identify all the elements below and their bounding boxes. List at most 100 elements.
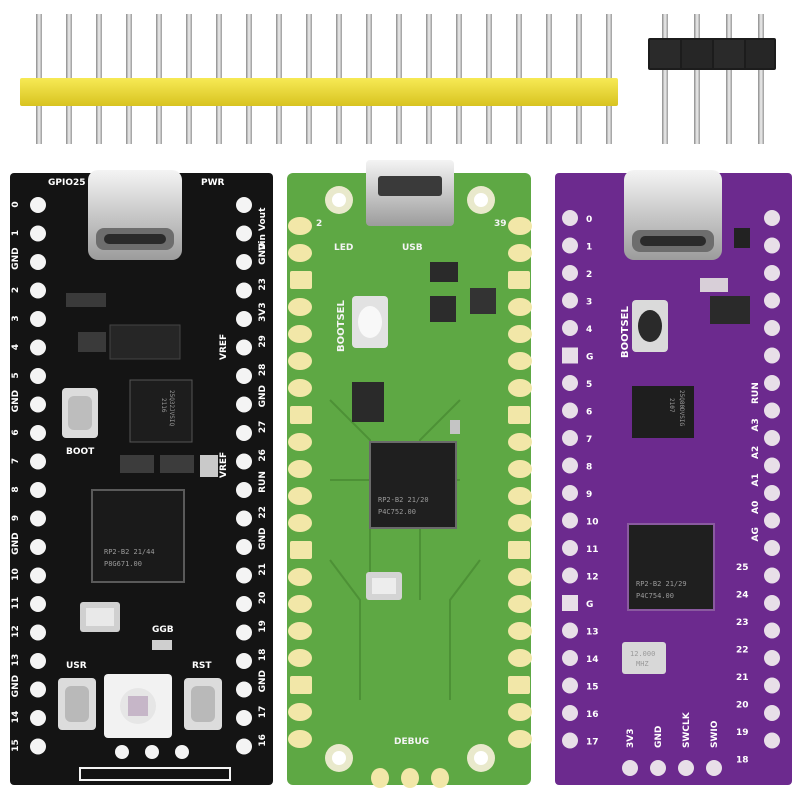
rp2040-chip-black (91, 489, 185, 583)
pad (764, 210, 780, 226)
pad (764, 705, 780, 721)
header-pin-black (694, 14, 700, 144)
pin-label: 0 (11, 201, 21, 207)
pin-label: RUN (751, 382, 761, 404)
castellated-pad (288, 568, 312, 586)
pad (236, 738, 252, 755)
castellated-pad (290, 406, 312, 424)
castellated-pad (508, 271, 530, 289)
pin-label: 9 (586, 490, 592, 500)
pad (236, 596, 252, 612)
pin-label: 10 (586, 518, 599, 528)
pin-label: AG (751, 527, 761, 541)
castellated-pad (288, 703, 312, 721)
swd-pad (678, 760, 694, 776)
castellated-pad (508, 487, 532, 505)
pad (764, 567, 780, 584)
pad (236, 225, 252, 242)
debug-pad (431, 768, 449, 788)
pad (30, 681, 46, 698)
castellated-pad (508, 703, 532, 721)
pin-label: 22 (258, 506, 268, 519)
label-usb: USB (402, 243, 423, 253)
pad (562, 237, 578, 254)
pin-label: 1 (11, 230, 21, 236)
swd-pad (706, 760, 722, 776)
pin-label: 15 (586, 683, 599, 693)
castellated-pad (508, 244, 532, 262)
pad (30, 453, 46, 470)
pad (562, 347, 578, 364)
castellated-pad (508, 622, 532, 640)
pin-label: 11 (586, 545, 599, 555)
debug-pad (401, 768, 419, 788)
label-usr: USR (66, 661, 87, 671)
pin-label: 12 (586, 573, 599, 583)
castellated-pad (508, 217, 532, 235)
pad (764, 237, 780, 254)
pin-label: G (586, 353, 593, 363)
pad (562, 705, 578, 721)
castellated-pad (288, 595, 312, 613)
pad (236, 282, 252, 299)
pin-label: 20 (736, 701, 749, 711)
header-plastic (20, 78, 618, 106)
pad (30, 653, 46, 669)
pad (764, 650, 780, 666)
purple-chip-text-line1: RP2-B2 21/29 (636, 580, 687, 588)
pad (764, 347, 780, 364)
header-pin-black (662, 14, 668, 144)
pin-label: 3 (11, 315, 21, 321)
black-board-pcb (10, 173, 273, 785)
header-pin-black (758, 14, 764, 144)
label-pwr: PWR (201, 178, 225, 188)
castellated-pad (508, 568, 532, 586)
black-pin-header (648, 14, 776, 144)
pin-label: 4 (11, 344, 21, 350)
pad (30, 311, 46, 327)
pin-label: 19 (736, 728, 749, 738)
pad (764, 320, 780, 336)
pad (30, 254, 46, 270)
pad (236, 510, 252, 527)
pad (236, 311, 252, 327)
pad (236, 710, 252, 726)
castellated-pad (288, 487, 312, 505)
pad (30, 710, 46, 726)
pin-label: 18 (736, 756, 749, 766)
pin-label: 5 (11, 372, 21, 378)
pad (30, 567, 46, 584)
pin-label-2: 2 (316, 219, 322, 229)
castellated-pad (508, 460, 532, 478)
pad (562, 265, 578, 281)
rp2040-chip-purple (627, 523, 715, 611)
pad (764, 265, 780, 281)
pin-label: RUN (258, 471, 268, 493)
swd-label: 3V3 (626, 729, 636, 749)
pin-label: A3 (751, 418, 761, 431)
pad (30, 396, 46, 413)
pin-label: 5 (586, 380, 592, 390)
label-boot: BOOT (66, 447, 95, 457)
purple-board-pcb (555, 173, 792, 785)
pin-label: GND (11, 247, 21, 269)
pin-label: 28 (258, 364, 268, 377)
pin-label: 13 (11, 654, 21, 667)
pin-label: 3V3 (258, 302, 268, 322)
pin-label: 0 (586, 215, 592, 225)
castellated-pad (290, 541, 312, 559)
pad (764, 375, 780, 391)
pin-label: 7 (11, 458, 21, 464)
pad (236, 368, 252, 384)
pin-label: 21 (258, 563, 268, 576)
pin-label: 8 (11, 486, 21, 492)
pin-label: GND (11, 390, 21, 412)
pad (764, 292, 780, 309)
pin-label: 20 (258, 592, 268, 605)
pin-label: 4 (586, 325, 592, 335)
crystal-freq: 12.000 (630, 650, 655, 658)
pin-label: 14 (586, 655, 599, 665)
pin-label: 6 (11, 429, 21, 435)
purple-chip-text-line2: P4C754.00 (636, 592, 674, 600)
